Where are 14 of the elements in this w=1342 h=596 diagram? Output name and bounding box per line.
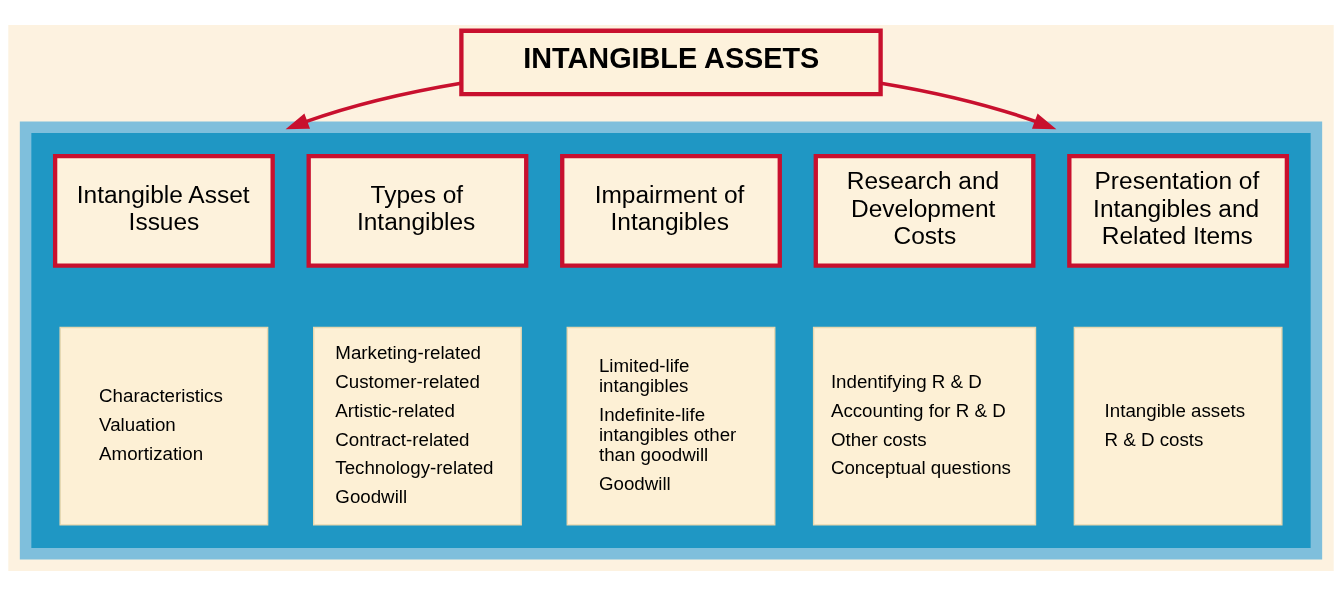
node-box: Intangible Asset Issues xyxy=(52,153,275,268)
node-box: Impairment of Intangibles xyxy=(560,153,782,268)
node-box: Limited-life intangibles Indefinite-life intangibles other than goodwill Goodwill xyxy=(566,326,776,526)
node-box: Presentation of Intangibles and Related Items xyxy=(1067,153,1290,268)
node-box: Intangible assets R & D costs xyxy=(1073,326,1283,526)
arrow xyxy=(880,81,1057,130)
node-box: Marketing-related Customer-related Artistic-related Contract-related Technology-related Goodwill xyxy=(313,326,522,526)
cluster xyxy=(19,121,1323,560)
node-box: Indentifying R & D Accounting for R & D Other costs Conceptual questions xyxy=(812,326,1037,526)
arrow xyxy=(285,81,462,130)
node-box: Research and Development Costs xyxy=(813,153,1036,268)
node-box: Characteristics Valuation Amortization xyxy=(59,326,269,526)
node-box: Types of Intangibles xyxy=(306,153,529,268)
node-box: INTANGIBLE ASSETS xyxy=(459,28,883,97)
